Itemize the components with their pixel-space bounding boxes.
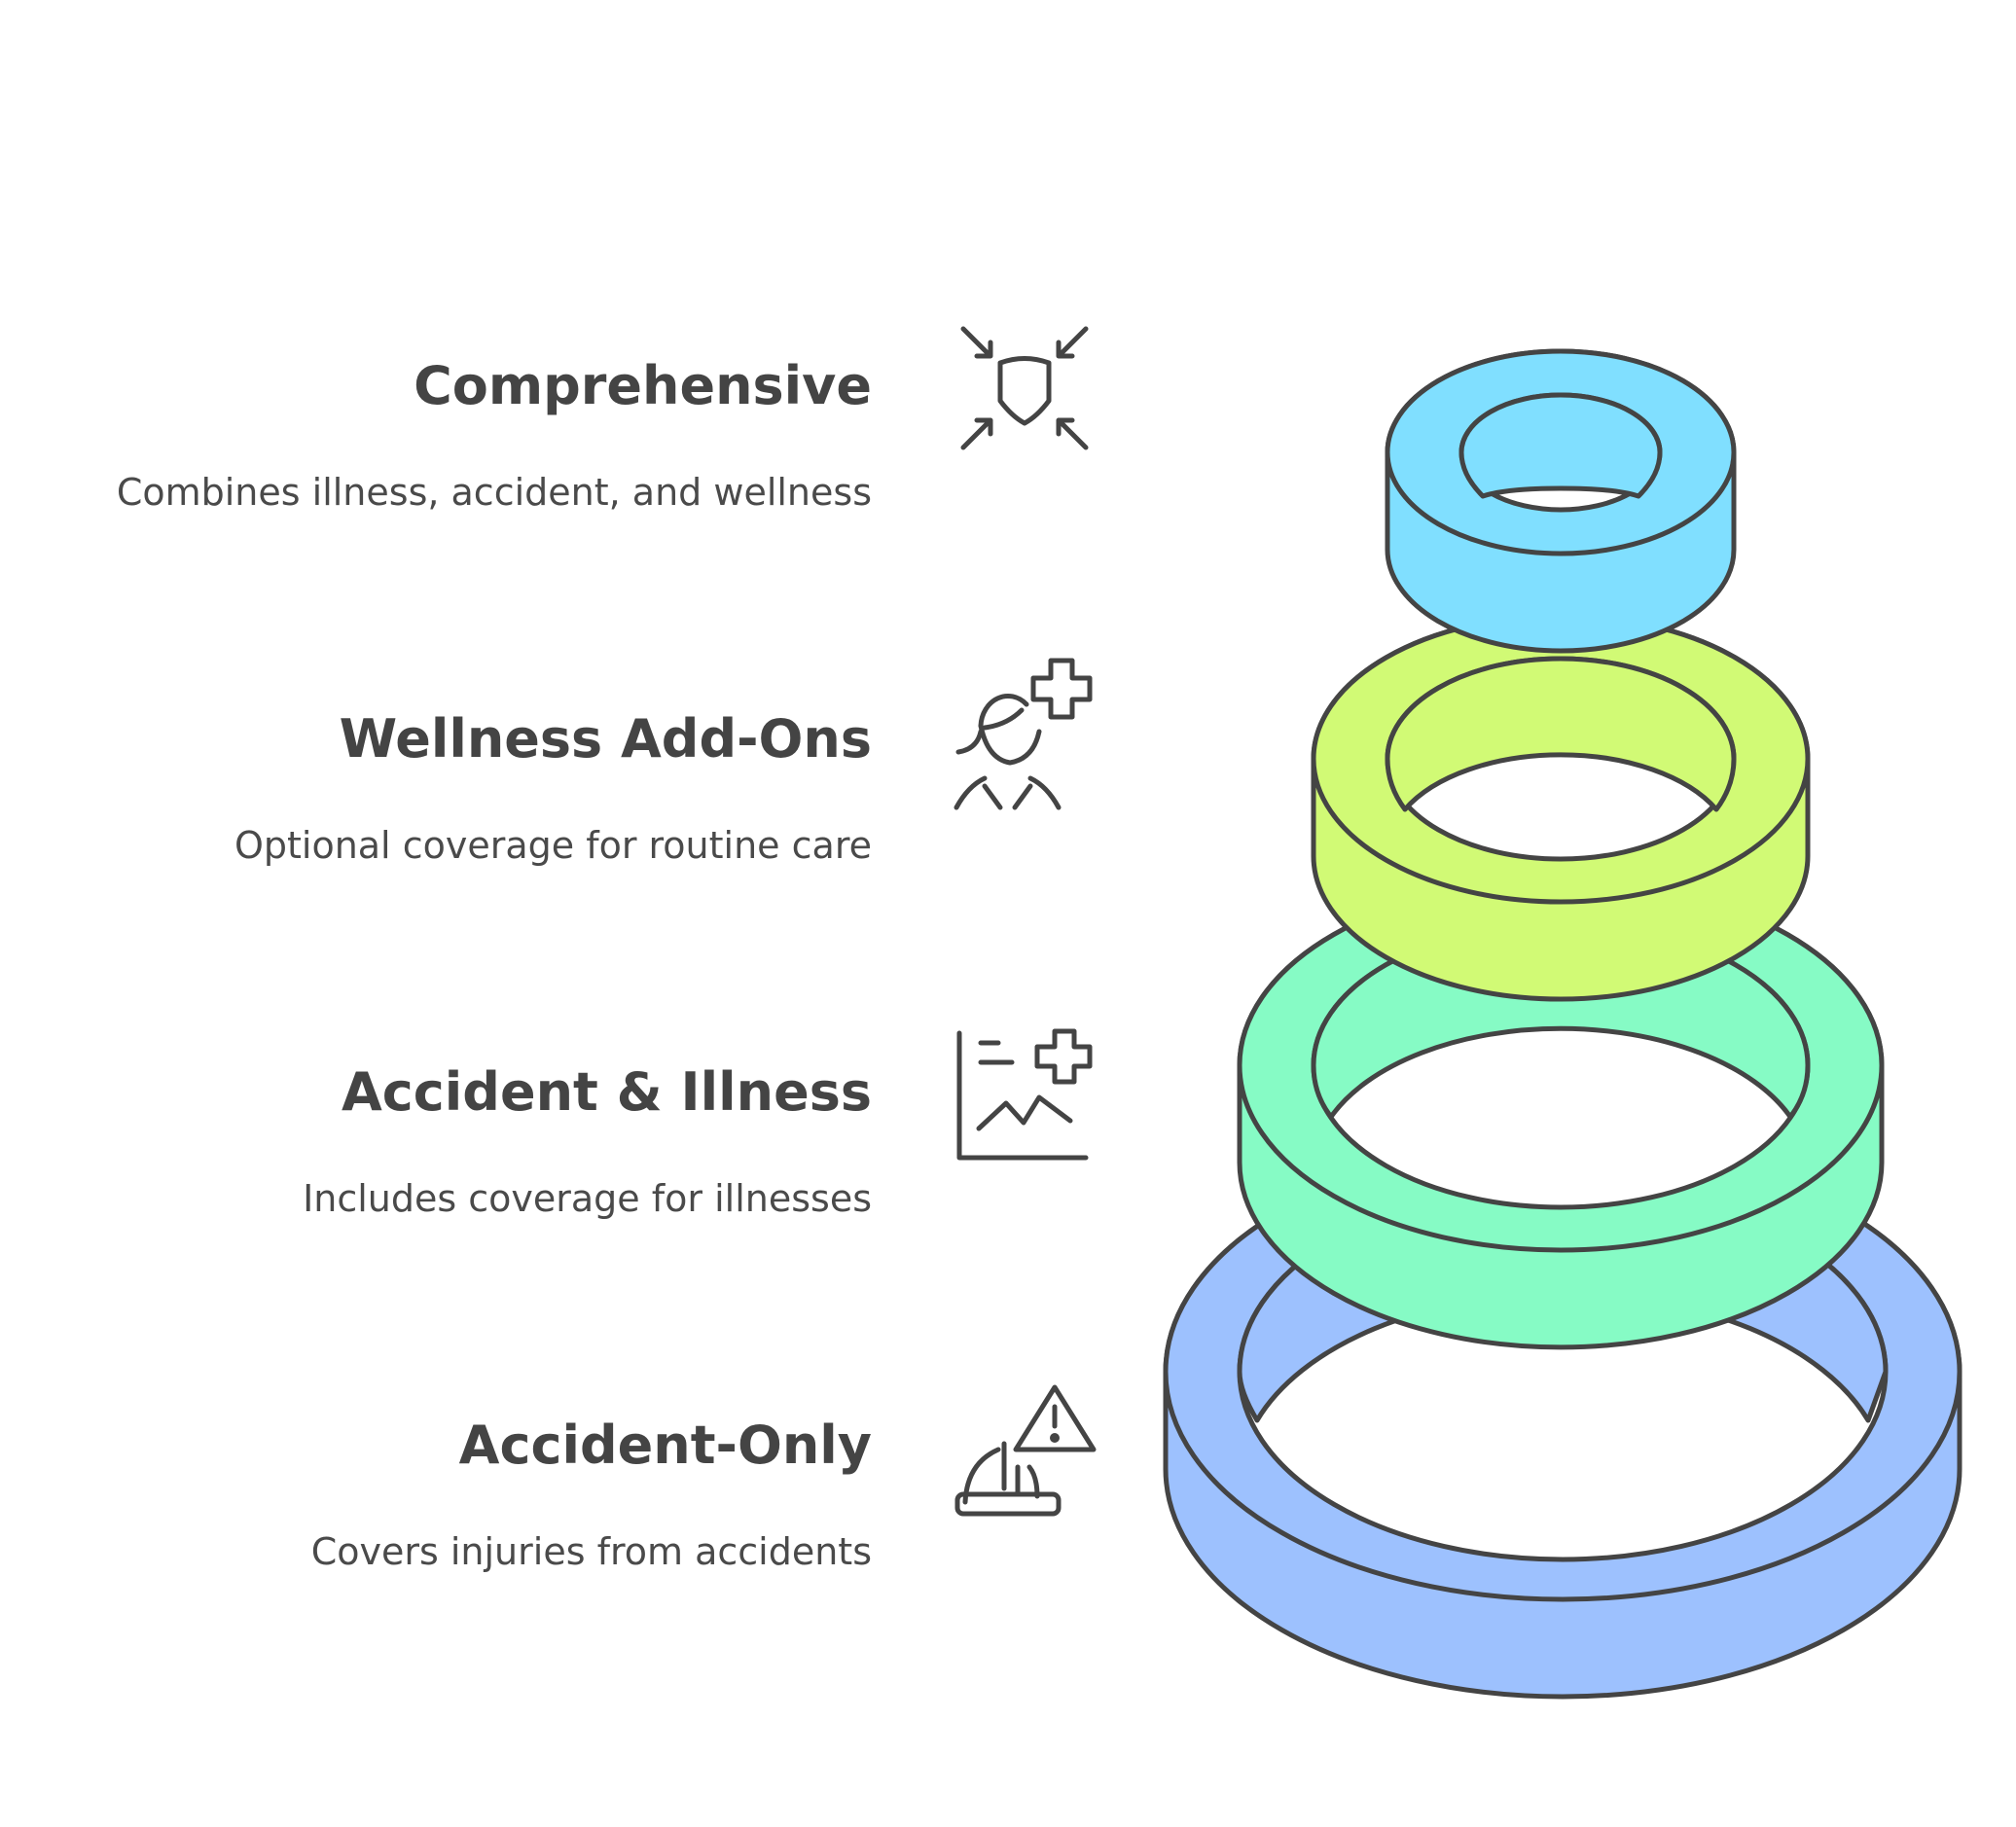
shield-arrows-icon	[960, 326, 1089, 450]
ring-comprehensive	[1385, 348, 1737, 654]
level-3-title: Accident & Illness	[341, 1061, 872, 1123]
person-plus-icon	[954, 658, 1093, 810]
ring-accident-illness	[1237, 878, 1885, 1350]
level-2-description: Optional coverage for routine care	[234, 824, 872, 867]
level-3-description: Includes coverage for illnesses	[303, 1177, 872, 1220]
level-1-description: Combines illness, accident, and wellness	[116, 471, 872, 514]
ring-wellness-addons	[1311, 613, 1811, 1002]
level-1-title: Comprehensive	[414, 355, 872, 416]
level-2-title: Wellness Add-Ons	[339, 708, 872, 770]
level-4-description: Covers injuries from accidents	[310, 1530, 872, 1573]
chart-plus-icon	[956, 1028, 1093, 1161]
level-4-title: Accident-Only	[458, 1415, 872, 1476]
hardhat-warning-icon	[954, 1384, 1097, 1517]
